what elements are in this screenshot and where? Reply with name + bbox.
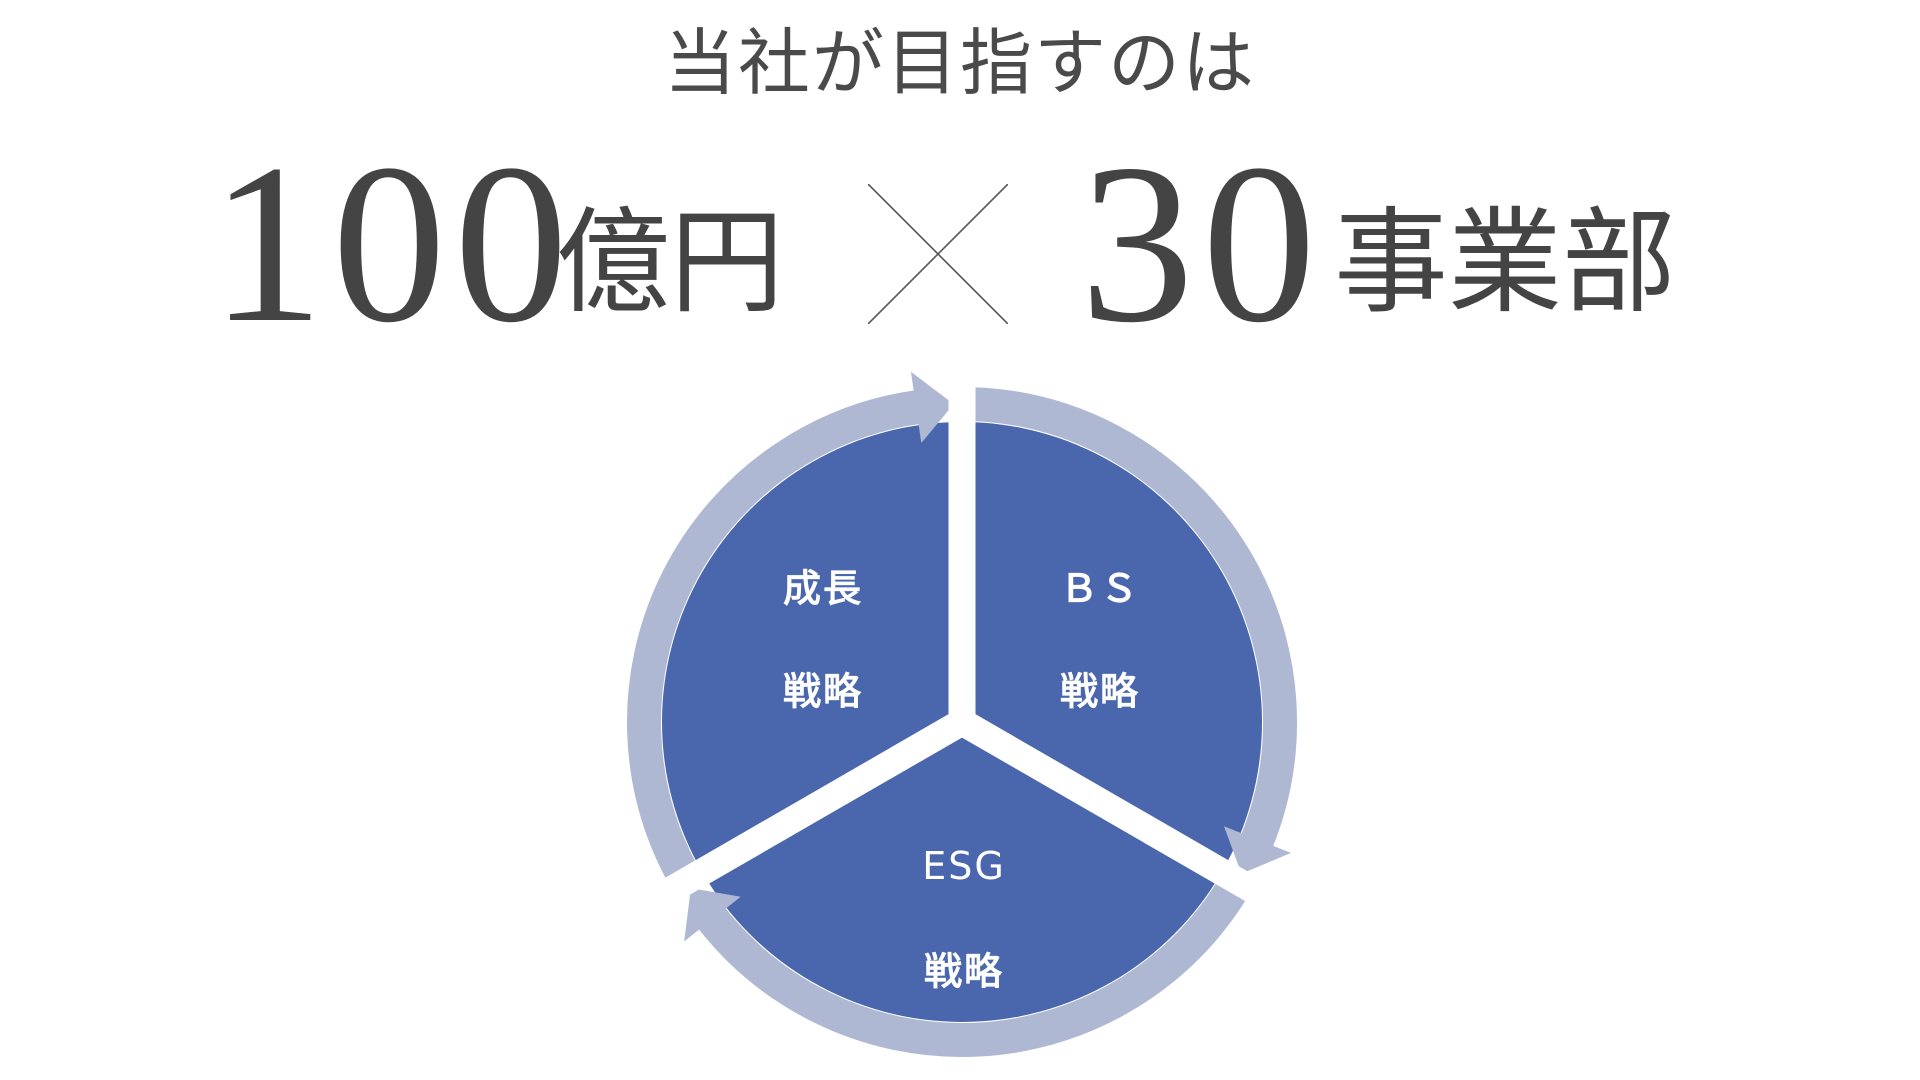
ring-arc-growth <box>627 390 921 880</box>
arrowhead-bs <box>1224 826 1291 874</box>
ring-arc-esg <box>698 881 1247 1057</box>
revenue-amount: 100 <box>210 118 576 370</box>
divider-1 <box>955 710 1297 923</box>
division-count: 30 <box>1080 118 1324 370</box>
segment-growth-line2: 戦略 <box>782 669 864 714</box>
segment-esg-line2: 戦略 <box>923 949 1005 994</box>
revenue-unit: 億円 <box>556 196 785 329</box>
divider-2 <box>627 710 969 923</box>
segment-bs-line1: ＢＳ <box>1059 566 1141 611</box>
segment-esg-line1: ESG <box>922 844 1006 888</box>
ring-arc-bs <box>972 387 1297 848</box>
headline: 当社が目指すのは <box>663 21 1256 105</box>
segment-bs-line2: 戦略 <box>1059 669 1141 714</box>
multiply-sign: × <box>868 184 1008 324</box>
arrowhead-esg <box>684 888 741 942</box>
division-unit: 事業部 <box>1334 196 1677 329</box>
segment-growth-line1: 成長 <box>782 566 864 611</box>
arrowhead-growth <box>910 371 954 443</box>
